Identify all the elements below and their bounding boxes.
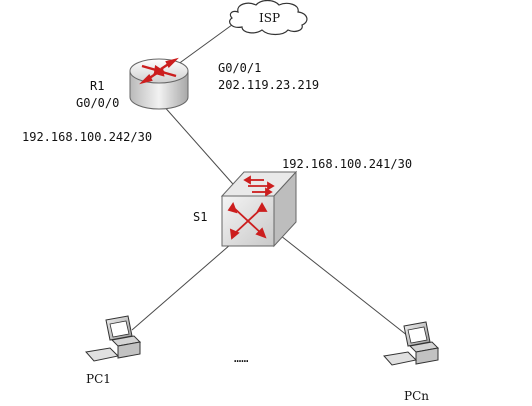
switch-icon [220, 170, 298, 248]
switch-uplink-ip-label: 192.168.100.241/30 [282, 157, 413, 171]
router-lan-ip-label: 192.168.100.242/30 [22, 130, 153, 144]
pc-icon [383, 321, 440, 366]
link-switch-pc1 [131, 237, 239, 331]
ellipsis-label: …… [234, 351, 249, 365]
link-router-switch [161, 103, 241, 193]
pc1-label: PC1 [86, 372, 111, 386]
switch-name-label: S1 [193, 210, 208, 224]
router-name-label: R1 [90, 79, 105, 93]
pc-icon [85, 315, 142, 362]
pcn-label: PCn [404, 389, 429, 403]
link-isp-router [169, 21, 237, 71]
cloud-icon [229, 0, 308, 36]
isp-label: ISP [259, 11, 281, 25]
router-wan-ip-label: 202.119.23.219 [218, 78, 320, 92]
router-lan-interface-label: G0/0/0 [76, 96, 120, 110]
link-switch-pcn [275, 231, 409, 337]
router-wan-interface-label: G0/0/1 [218, 61, 262, 75]
router-icon [129, 57, 189, 110]
